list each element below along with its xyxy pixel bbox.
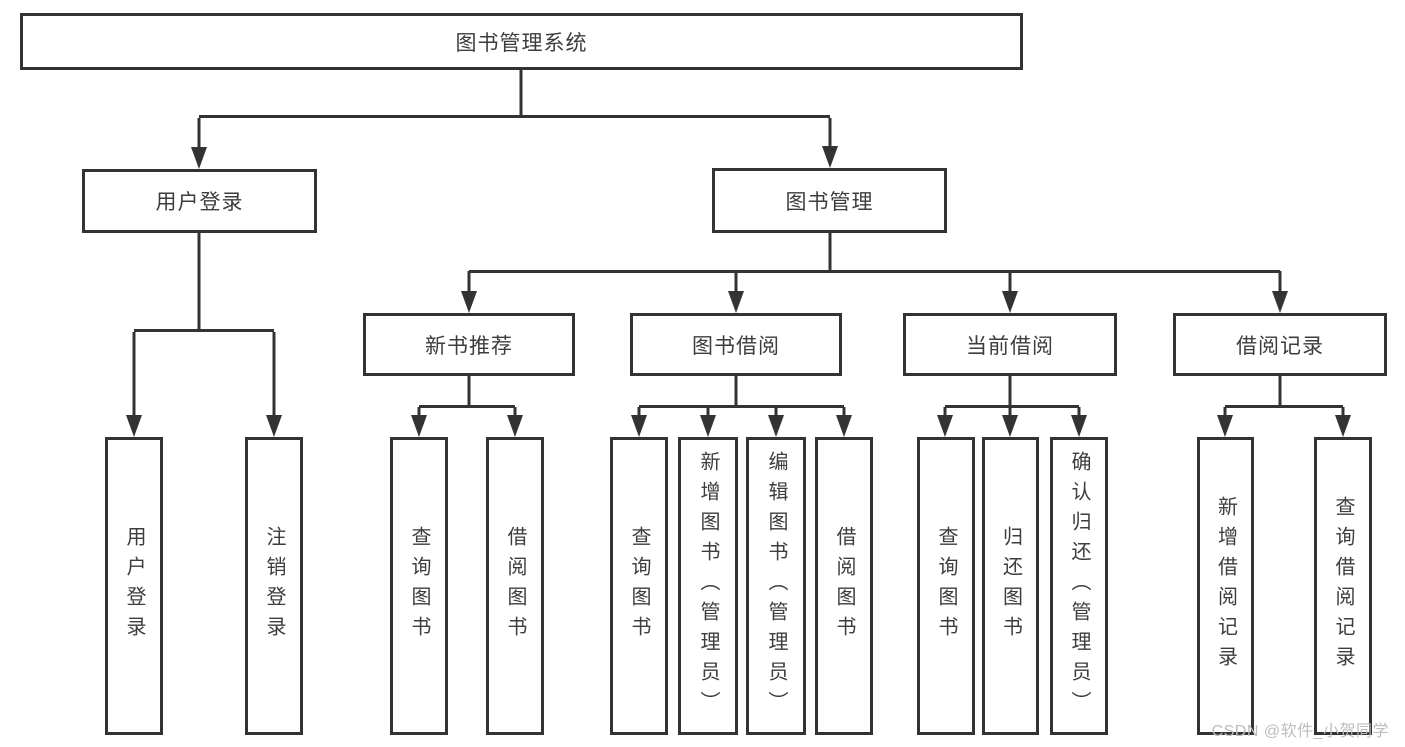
leaf-borrow-books-label: 借阅图书 (833, 526, 855, 646)
leaf-borrow-books-recommend-label: 借阅图书 (504, 526, 526, 646)
leaf-borrow-books: 借阅图书 (815, 437, 873, 735)
leaf-user-login-label: 用户登录 (123, 526, 145, 646)
leaf-query-borrow-record: 查询借阅记录 (1314, 437, 1372, 735)
leaf-logout: 注销登录 (245, 437, 303, 735)
leaf-user-login: 用户登录 (105, 437, 163, 735)
node-borrow-record: 借阅记录 (1173, 313, 1387, 376)
leaf-query-books-borrow: 查询图书 (610, 437, 668, 735)
node-book-borrow-label: 图书借阅 (692, 334, 780, 358)
node-new-book-recommend: 新书推荐 (363, 313, 575, 376)
leaf-borrow-books-recommend: 借阅图书 (486, 437, 544, 735)
node-user-login: 用户登录 (82, 169, 317, 233)
node-book-borrow: 图书借阅 (630, 313, 842, 376)
node-root-label: 图书管理系统 (455, 31, 588, 55)
leaf-query-borrow-record-label: 查询借阅记录 (1332, 496, 1354, 676)
node-borrow-record-label: 借阅记录 (1236, 334, 1324, 358)
leaf-logout-label: 注销登录 (263, 526, 285, 646)
leaf-confirm-return-admin: 确认归还（管理员） (1050, 437, 1108, 735)
leaf-add-borrow-record: 新增借阅记录 (1197, 437, 1254, 735)
csdn-watermark: CSDN @软件_小贺同学 (1211, 723, 1389, 740)
node-new-book-recommend-label: 新书推荐 (425, 334, 513, 358)
leaf-return-books: 归还图书 (982, 437, 1039, 735)
node-book-management-label: 图书管理 (785, 190, 874, 214)
leaf-query-books-recommend: 查询图书 (390, 437, 448, 735)
leaf-edit-books-admin-label: 编辑图书（管理员） (765, 451, 787, 721)
leaf-query-books-recommend-label: 查询图书 (408, 526, 430, 646)
leaf-query-books-current: 查询图书 (917, 437, 975, 735)
node-current-borrow: 当前借阅 (903, 313, 1117, 376)
leaf-query-books-borrow-label: 查询图书 (628, 526, 650, 646)
leaf-add-books-admin: 新增图书（管理员） (678, 437, 738, 735)
leaf-edit-books-admin: 编辑图书（管理员） (746, 437, 806, 735)
leaf-confirm-return-admin-label: 确认归还（管理员） (1068, 451, 1090, 721)
leaf-query-books-current-label: 查询图书 (935, 526, 957, 646)
leaf-add-books-admin-label: 新增图书（管理员） (697, 451, 719, 721)
node-user-login-label: 用户登录 (155, 191, 244, 214)
node-current-borrow-label: 当前借阅 (966, 334, 1054, 358)
leaf-add-borrow-record-label: 新增借阅记录 (1214, 496, 1237, 676)
node-book-management: 图书管理 (712, 168, 947, 233)
node-root-system: 图书管理系统 (20, 13, 1023, 70)
leaf-return-books-label: 归还图书 (999, 526, 1022, 646)
